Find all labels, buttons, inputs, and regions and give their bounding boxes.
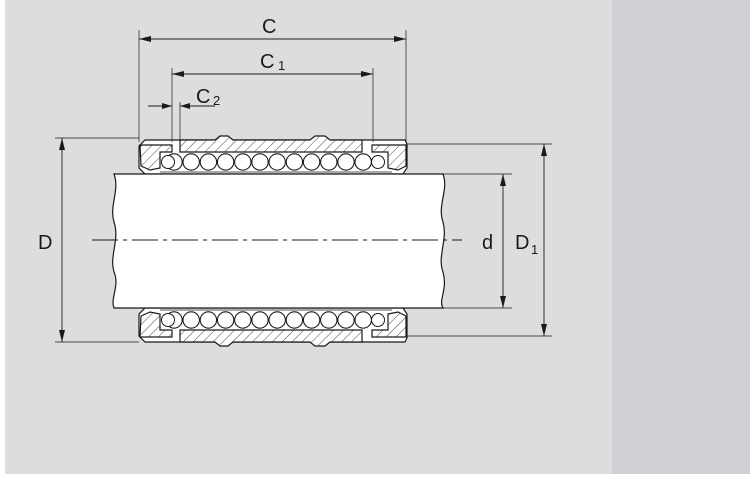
bearing-ball: [268, 311, 286, 329]
label-D: D: [38, 232, 52, 254]
bearing-ball: [302, 311, 321, 329]
bearing-ball: [354, 153, 372, 171]
top-balls: [161, 153, 385, 171]
bottom-sleeve-hatched: [179, 329, 363, 347]
top-left-cap: [139, 144, 173, 171]
top-section: [138, 135, 408, 175]
label-C: C: [262, 16, 276, 38]
bearing-ball: [161, 155, 175, 169]
bearing-ball: [320, 153, 338, 171]
bearing-ball: [199, 153, 218, 171]
bearing-ball: [371, 313, 385, 327]
label-C1-subscript: 1: [278, 58, 285, 73]
bearing-ball: [285, 153, 304, 171]
shaft: [112, 173, 446, 309]
bottom-balls: [161, 311, 385, 329]
bearing-ball: [302, 153, 321, 171]
bearing-ball: [320, 311, 338, 329]
label-D1: D: [515, 232, 529, 254]
bottom-section: [138, 307, 408, 347]
top-right-cap: [371, 144, 407, 171]
dimension-D: [59, 138, 65, 342]
bearing-ball: [182, 311, 200, 329]
bearing-ball: [268, 153, 286, 171]
bearing-ball: [251, 311, 269, 329]
bearing-ball: [199, 311, 218, 329]
bottom-left-cap: [139, 311, 173, 338]
label-D1-subscript: 1: [531, 242, 538, 257]
label-C1: C: [260, 51, 274, 73]
bearing-ball: [234, 153, 252, 171]
label-d: d: [482, 232, 493, 254]
dimension-C: [139, 36, 406, 42]
bearing-ball: [216, 153, 235, 171]
bearing-ball: [161, 313, 175, 327]
bearing-ball: [354, 311, 372, 329]
bearing-ball: [337, 153, 355, 171]
dimension-d: [500, 174, 506, 308]
dimension-D1: [541, 144, 547, 336]
bottom-right-cap: [371, 311, 407, 338]
dimension-C1: [172, 71, 373, 77]
bearing-ball: [371, 155, 385, 169]
extension-lines: [55, 30, 552, 343]
bearing-ball: [285, 311, 304, 329]
bearing-ball: [182, 153, 200, 171]
side-panel: [612, 0, 750, 474]
bearing-ball: [234, 311, 252, 329]
bearing-ball: [216, 311, 235, 329]
label-C2: C: [196, 86, 210, 108]
label-C2-subscript: 2: [213, 93, 220, 108]
dimension-C2: [148, 103, 215, 109]
top-sleeve-hatched: [179, 135, 363, 153]
bearing-ball: [251, 153, 269, 171]
bearing-ball: [337, 311, 355, 329]
